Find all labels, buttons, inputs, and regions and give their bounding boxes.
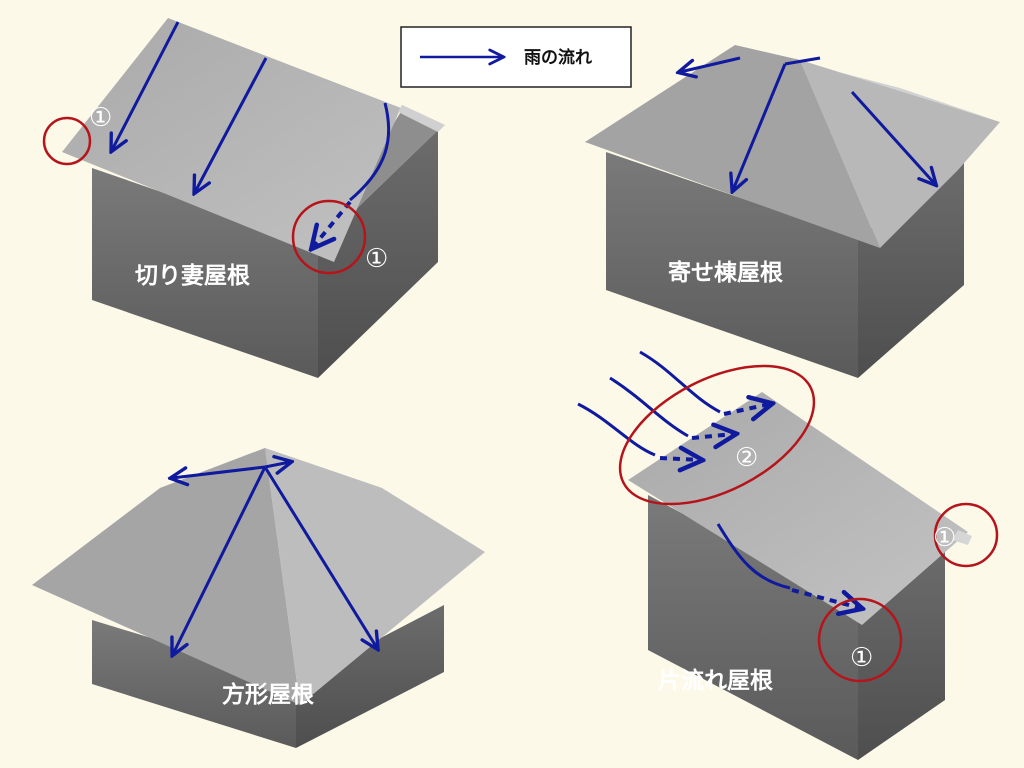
- gable-marker-top: ①: [89, 103, 112, 133]
- gable-rain-arrow-1: [112, 21, 180, 150]
- shed-rain-arrow-3: [639, 350, 721, 414]
- gable-roof: [62, 18, 445, 262]
- pyramid-front-wall: [92, 620, 296, 748]
- gable-house-label: 切り妻屋根: [135, 262, 250, 289]
- pyramid-side-wall: [296, 605, 444, 748]
- hip-front-wall: [606, 152, 858, 378]
- gable-house: ① ① 切り妻屋根: [42, 18, 445, 378]
- gable-overflow-circle-left: [42, 116, 92, 166]
- shed-rain-arrow-4-dashed: [791, 588, 860, 608]
- gable-rain-arrow-3: [349, 102, 391, 202]
- shed-rain-arrow-1-dashed: [659, 458, 700, 460]
- pyramid-rain-arrow-4: [263, 466, 377, 648]
- pyramid-house-label: 方形屋根: [222, 681, 314, 708]
- shed-rain-arrow-4: [716, 523, 791, 590]
- gable-overflow-circle-right: [291, 199, 367, 275]
- shed-wind-circle: [618, 364, 816, 506]
- gable-front-wall: [92, 168, 318, 378]
- shed-rain-arrow-1: [577, 402, 656, 457]
- hip-roof-left: [585, 45, 880, 248]
- pyramid-roof-left: [32, 448, 300, 705]
- shed-overflow-circle-bottom: [817, 597, 903, 683]
- legend-label: 雨の流れ: [524, 47, 592, 68]
- shed-roof: [628, 392, 968, 625]
- hip-side-wall: [858, 160, 964, 378]
- hip-rain-arrow-1: [680, 56, 741, 72]
- pyramid-rain-arrow-3: [173, 466, 267, 654]
- shed-roof-edge: [952, 530, 972, 545]
- gable-rain-arrow-2: [195, 57, 268, 192]
- legend: 雨の流れ: [400, 26, 632, 88]
- gable-rain-arrow-3-dashed: [313, 200, 352, 247]
- hip-rain-arrow-2b: [784, 56, 821, 66]
- shed-front-wall: [648, 495, 858, 760]
- shed-house: ② ① ① 片流れ屋根: [577, 350, 999, 760]
- gable-roof-edge: [398, 105, 445, 132]
- gable-side-wall: [318, 130, 438, 378]
- shed-house-label: 片流れ屋根: [658, 667, 773, 694]
- shed-rain-arrow-2: [609, 376, 689, 438]
- pyramid-rain-arrow-1: [172, 465, 266, 478]
- shed-overflow-circle-right: [933, 502, 999, 568]
- shed-marker-top: ②: [735, 443, 758, 473]
- pyramid-roof-right: [265, 448, 485, 705]
- gable-marker-bottom: ①: [365, 244, 388, 274]
- hip-house: 寄せ棟屋根: [585, 45, 1000, 378]
- hip-house-label: 寄せ棟屋根: [668, 259, 783, 286]
- pyramid-rain-arrow-2: [264, 462, 290, 467]
- hip-rain-arrow-2: [733, 63, 787, 190]
- hip-rain-arrow-3: [850, 90, 935, 184]
- hip-roof-right: [800, 60, 1000, 248]
- pyramid-house: 方形屋根: [32, 448, 485, 748]
- shed-rain-arrow-3-dashed: [723, 404, 770, 414]
- shed-marker-right: ①: [933, 523, 956, 553]
- shed-marker-bottom: ①: [850, 643, 873, 673]
